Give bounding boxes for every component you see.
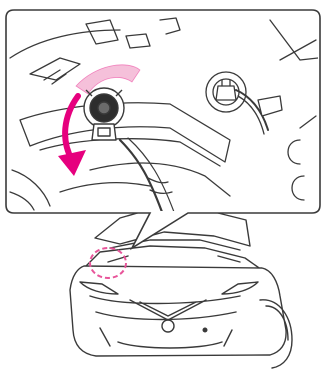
car-illustration — [70, 207, 292, 368]
